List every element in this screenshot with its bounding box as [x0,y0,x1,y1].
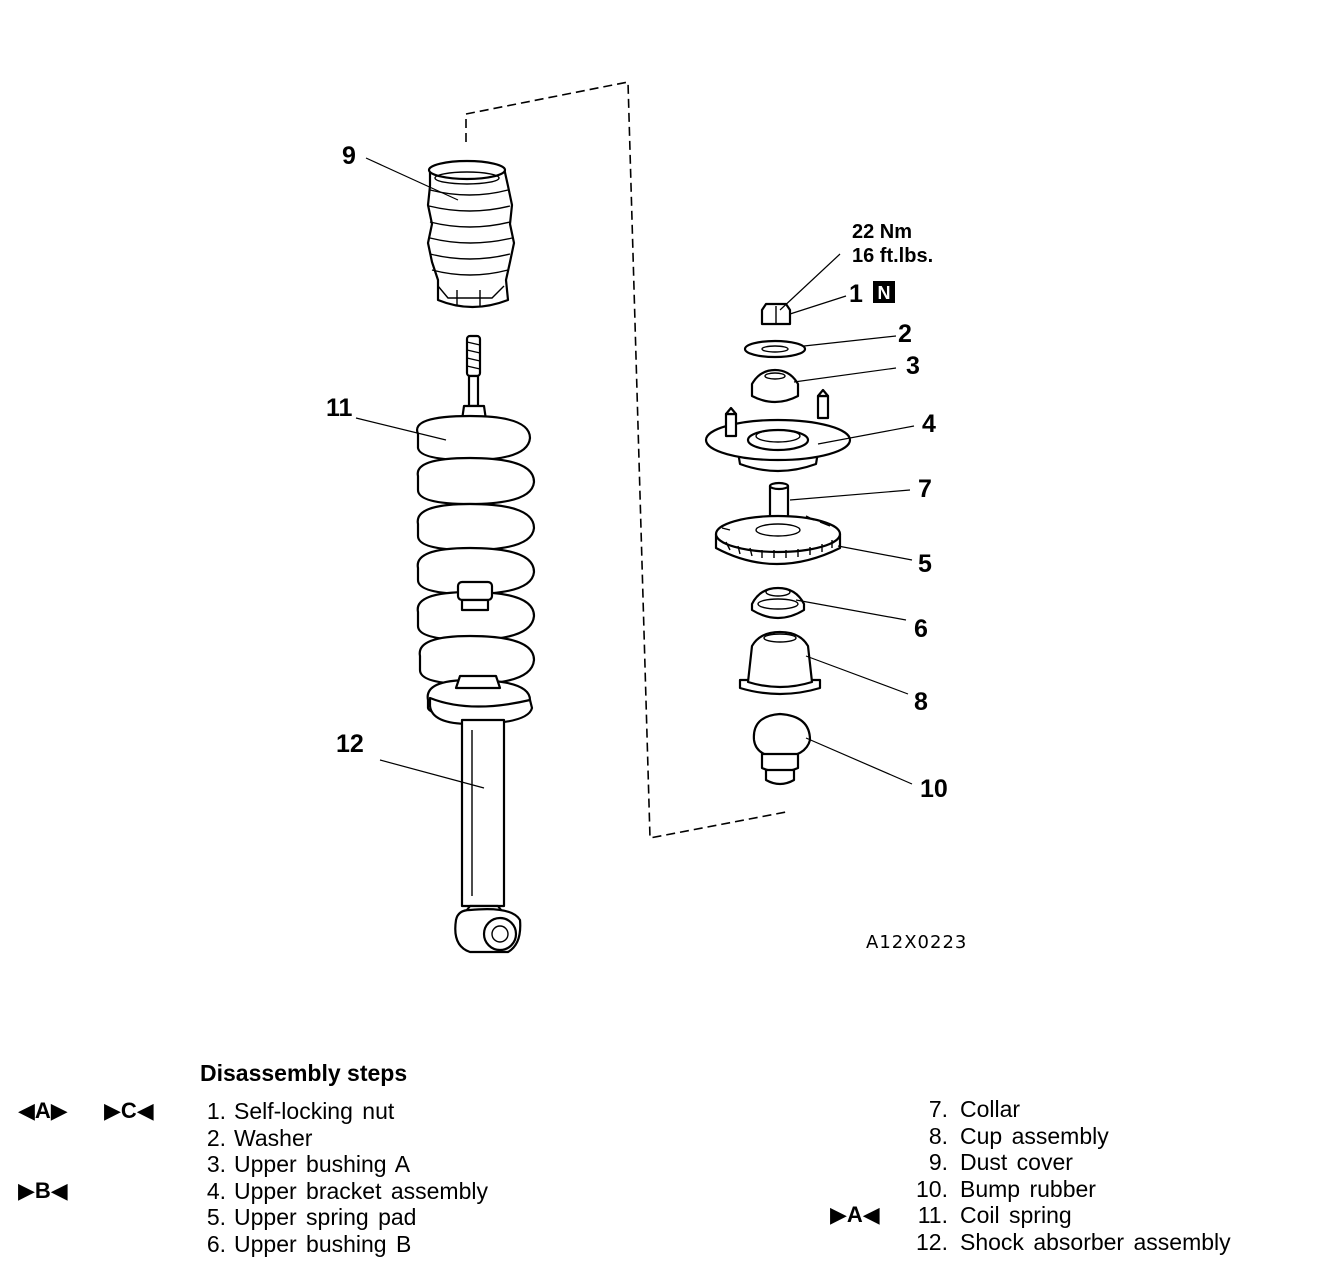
step-number: 2. [206,1124,226,1151]
step-number: 12. [916,1228,948,1255]
coil-spring-part [415,414,536,718]
steps-list-left: 1. Self-locking nut ◀A▶ ▶C◀ 2. Washer 3. Upper … [0,1098,700,1258]
step-label: Upper bracket assembly [234,1177,488,1204]
step-label: Shock absorber assembly [960,1228,1231,1255]
upper-bracket-part [704,388,852,473]
step-item: 2. Washer [0,1125,700,1152]
step-number: 10. [916,1175,948,1202]
figure-code: A12X0223 [866,932,967,953]
upper-bushing-b-part [750,586,806,620]
callout-8: 8 [914,688,928,716]
shock-absorber-part [428,674,534,954]
step-number: 7. [928,1096,948,1122]
step-item: 7. Collar [700,1096,1328,1123]
step-number: 5. [206,1204,226,1231]
step-item: 6. Upper bushing B [0,1231,700,1258]
non-reusable-badge-label: N [878,283,891,303]
cup-assembly-part [738,630,822,696]
step-item: 8. Cup assembly [700,1123,1328,1150]
step-number: 8. [928,1122,948,1149]
steps-list-right: 7. Collar 8. Cup assembly 9. Dust cover 10. Bum… [700,1096,1328,1256]
step-label: Dust cover [960,1149,1073,1176]
callout-1: 1 [849,280,863,308]
step-label: Upper bushing B [234,1230,412,1257]
torque-nm: 22 Nm [852,221,912,243]
callout-7: 7 [918,475,932,503]
callout-4: 4 [922,410,936,438]
step-label: Washer [234,1124,313,1151]
callout-11: 11 [326,394,353,422]
service-point-mark: ▶A◀ [830,1202,880,1228]
step-number: 11. [917,1202,948,1229]
step-label: Upper spring pad [234,1204,417,1231]
steps-heading: Disassembly steps [200,1060,408,1086]
step-item: 1. Self-locking nut ◀A▶ ▶C◀ [0,1098,700,1125]
step-item: 9. Dust cover [700,1149,1328,1176]
callout-3: 3 [906,352,920,380]
step-item: 5. Upper spring pad [0,1204,700,1231]
non-reusable-badge [873,281,895,303]
step-item: 11. Coil spring ▶A◀ [700,1202,1328,1229]
step-number: 4. [206,1177,226,1204]
callout-6: 6 [914,615,928,643]
washer-part [743,339,807,359]
step-label: Upper bushing A [234,1151,411,1178]
step-number: 6. [206,1230,226,1257]
service-point-mark: ▶B◀ [18,1177,68,1203]
service-point-mark: ◀A▶ [18,1098,68,1123]
dust-cover-part [426,159,516,309]
callout-10: 10 [920,775,948,803]
step-item: 3. Upper bushing A [0,1151,700,1178]
callout-2: 2 [898,320,912,348]
step-label: Self-locking nut [234,1098,395,1124]
exploded-view-diagram: 9 11 12 22 Nm 16 ft.lbs. 1 N 2 3 4 7 5 6… [326,81,967,954]
torque-ftlbs: 16 ft.lbs. [852,245,933,267]
step-item: 10. Bump rubber [700,1176,1328,1203]
assembly-boundary [465,81,787,839]
step-number: 3. [206,1151,226,1178]
callout-5: 5 [918,550,932,578]
step-label: Cup assembly [960,1122,1109,1149]
callout-9: 9 [342,142,356,170]
step-label: Collar [960,1096,1021,1122]
step-number: 9. [928,1149,948,1176]
bump-rubber-part [752,712,812,786]
step-label: Bump rubber [960,1175,1096,1202]
callout-12: 12 [336,730,364,758]
step-item: 12. Shock absorber assembly [700,1229,1328,1256]
self-locking-nut-part [760,302,792,326]
leader-lines [355,157,915,789]
step-number: 1. [206,1098,226,1124]
upper-bushing-a-part [750,368,800,404]
upper-spring-pad-part [714,514,842,566]
rod-bumper [456,580,494,612]
step-item: 4. Upper bracket assembly ▶B◀ [0,1178,700,1205]
service-point-mark: ▶C◀ [104,1098,154,1123]
step-label: Coil spring [960,1202,1072,1229]
